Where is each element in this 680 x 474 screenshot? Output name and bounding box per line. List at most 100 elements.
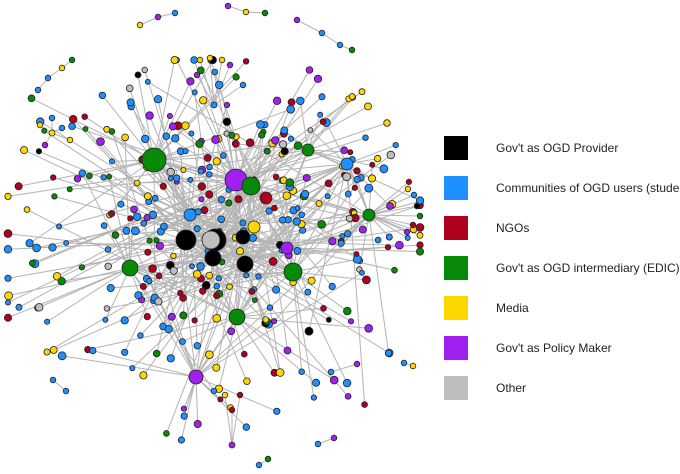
- network-node: [317, 111, 324, 118]
- network-node: [129, 365, 136, 372]
- legend-item-media: Media: [444, 288, 676, 328]
- network-node: [171, 9, 179, 17]
- network-edge: [282, 149, 309, 221]
- network-node: [342, 378, 352, 388]
- network-node: [20, 146, 29, 155]
- legend-swatch: [444, 176, 468, 200]
- network-node: [212, 157, 221, 166]
- network-node: [167, 312, 176, 321]
- legend-item-ngos: NGOs: [444, 208, 676, 248]
- network-node: [298, 211, 306, 219]
- network-node: [307, 127, 314, 134]
- network-edge: [368, 205, 418, 216]
- network-node: [404, 234, 411, 241]
- network-node: [140, 219, 148, 227]
- network-edge: [231, 394, 241, 446]
- network-node: [278, 140, 288, 149]
- network-node: [345, 214, 354, 223]
- network-node: [324, 179, 333, 188]
- network-node: [180, 412, 188, 420]
- network-node: [203, 153, 212, 162]
- network-node: [301, 143, 315, 157]
- network-edge: [144, 69, 191, 216]
- network-node: [66, 136, 74, 144]
- network-node: [413, 202, 421, 210]
- network-node: [379, 164, 389, 174]
- network-edge: [38, 150, 244, 238]
- network-node: [106, 283, 115, 292]
- network-node: [243, 377, 251, 385]
- network-node: [180, 405, 187, 412]
- network-node: [217, 196, 226, 204]
- network-node: [358, 88, 366, 96]
- network-edge: [292, 271, 315, 398]
- network-node: [144, 248, 152, 256]
- network-node: [58, 124, 66, 132]
- network-node: [66, 186, 73, 193]
- network-edge: [250, 185, 298, 252]
- network-node: [179, 338, 186, 345]
- network-node: [226, 283, 233, 291]
- network-edge: [18, 159, 155, 187]
- network-node: [34, 86, 42, 94]
- network-node: [241, 350, 248, 358]
- network-node: [236, 247, 245, 256]
- network-node: [193, 225, 201, 233]
- network-node: [409, 362, 417, 370]
- legend-label: Media: [496, 301, 529, 315]
- network-node: [121, 348, 129, 356]
- network-edge: [87, 316, 238, 351]
- network-node: [49, 346, 58, 354]
- network-node: [315, 200, 323, 207]
- network-node: [48, 129, 56, 137]
- network-node: [353, 360, 361, 368]
- network-node: [364, 102, 372, 111]
- network-node: [121, 133, 129, 142]
- network-node: [140, 134, 150, 144]
- network-node: [130, 226, 140, 236]
- network-node: [199, 96, 208, 105]
- network-node: [258, 131, 266, 139]
- network-node: [179, 294, 187, 302]
- network-edge: [153, 59, 214, 161]
- network-node: [169, 266, 178, 275]
- network-node: [155, 241, 164, 250]
- network-edge: [195, 376, 199, 425]
- network-edge: [244, 263, 281, 373]
- network-edge: [368, 181, 410, 216]
- network-node: [319, 118, 327, 125]
- network-node: [410, 191, 418, 199]
- network-node: [197, 66, 205, 75]
- network-node: [400, 359, 408, 367]
- network-node: [236, 391, 244, 399]
- network-node: [167, 175, 174, 182]
- network-node: [362, 208, 376, 222]
- network-node: [152, 349, 161, 358]
- network-node: [198, 196, 205, 203]
- network-node: [182, 148, 189, 155]
- network-node: [228, 406, 236, 414]
- network-node: [132, 212, 142, 221]
- network-edge: [307, 149, 421, 201]
- legend-item-ogd-users-students: Communities of OGD users (students): [444, 168, 680, 208]
- network-edge: [29, 159, 155, 244]
- network-node: [217, 215, 226, 224]
- network-node: [386, 202, 394, 210]
- network-edge: [236, 316, 275, 374]
- network-node: [225, 199, 233, 207]
- network-node: [111, 231, 120, 239]
- network-node: [227, 327, 236, 336]
- network-node: [361, 275, 371, 285]
- network-edge: [189, 165, 343, 216]
- network-edge: [368, 214, 408, 233]
- network-node: [293, 141, 303, 150]
- network-node: [89, 346, 97, 355]
- network-node: [133, 179, 141, 187]
- network-edge: [7, 233, 214, 259]
- network-node: [32, 243, 41, 253]
- network-node: [304, 288, 312, 296]
- network-node: [226, 61, 234, 69]
- network-node: [214, 80, 224, 90]
- network-node: [177, 436, 185, 444]
